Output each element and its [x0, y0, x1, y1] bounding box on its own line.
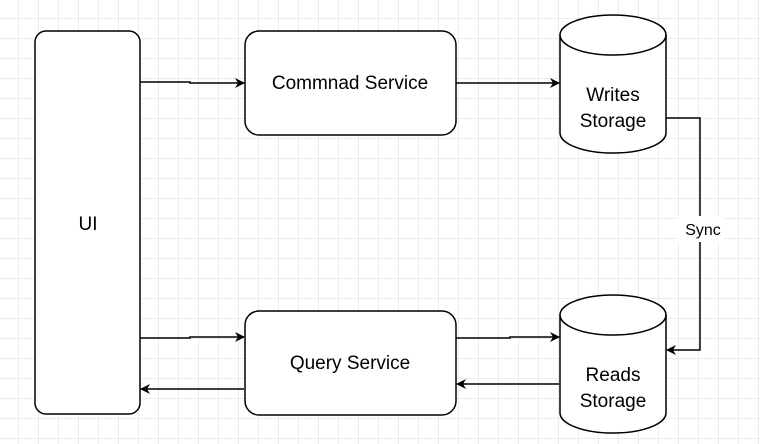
reads-storage-label-line2: Storage — [580, 391, 647, 412]
sync-label: Sync — [685, 222, 721, 239]
sync-label-background — [678, 216, 724, 242]
reads-storage-label-line1: Reads — [586, 365, 641, 386]
writes-storage-cylinder-rim — [559, 34, 667, 56]
edge-query-service-to-reads-storage — [456, 332, 560, 342]
edge-ui-to-query-service — [140, 332, 245, 342]
query-service-label: Query Service — [290, 353, 410, 374]
ui-label: UI — [79, 214, 98, 235]
writes-storage-label-line1: Writes — [586, 85, 639, 106]
writes-storage-node: Writes Storage — [559, 14, 667, 154]
command-service-node: Commnad Service — [244, 30, 457, 136]
reads-storage-cylinder-body — [559, 294, 667, 434]
edge-ui-to-command-service — [140, 78, 245, 88]
ui-node: UI — [34, 30, 141, 415]
reads-storage-node: Reads Storage — [559, 294, 667, 434]
reads-storage-cylinder-rim — [559, 314, 667, 336]
writes-storage-cylinder-body — [559, 14, 667, 154]
command-service-label: Commnad Service — [272, 73, 428, 94]
query-service-node: Query Service — [244, 310, 457, 416]
writes-storage-label-line2: Storage — [580, 111, 647, 132]
